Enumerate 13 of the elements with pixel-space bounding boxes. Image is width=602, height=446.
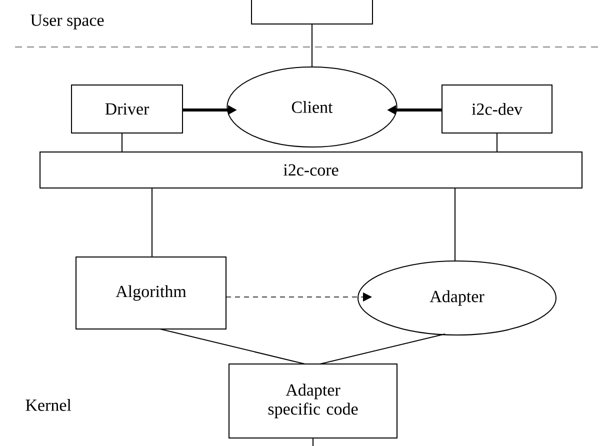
component-box: Adapter specific code bbox=[228, 363, 398, 438]
region-label: Kernel bbox=[26, 399, 72, 411]
component-box: Algorithm bbox=[76, 256, 226, 330]
connector-line bbox=[496, 132, 498, 152]
component-box: Driver bbox=[71, 84, 183, 134]
connector-line bbox=[160, 328, 306, 364]
component-box: i2c-dev bbox=[442, 84, 552, 134]
connector-line bbox=[454, 187, 456, 262]
component-box: i2c-core bbox=[40, 152, 582, 188]
connector-line bbox=[320, 333, 446, 364]
region-label: User space bbox=[30, 14, 104, 30]
empty-box bbox=[251, 0, 373, 24]
connector-line bbox=[312, 437, 314, 446]
